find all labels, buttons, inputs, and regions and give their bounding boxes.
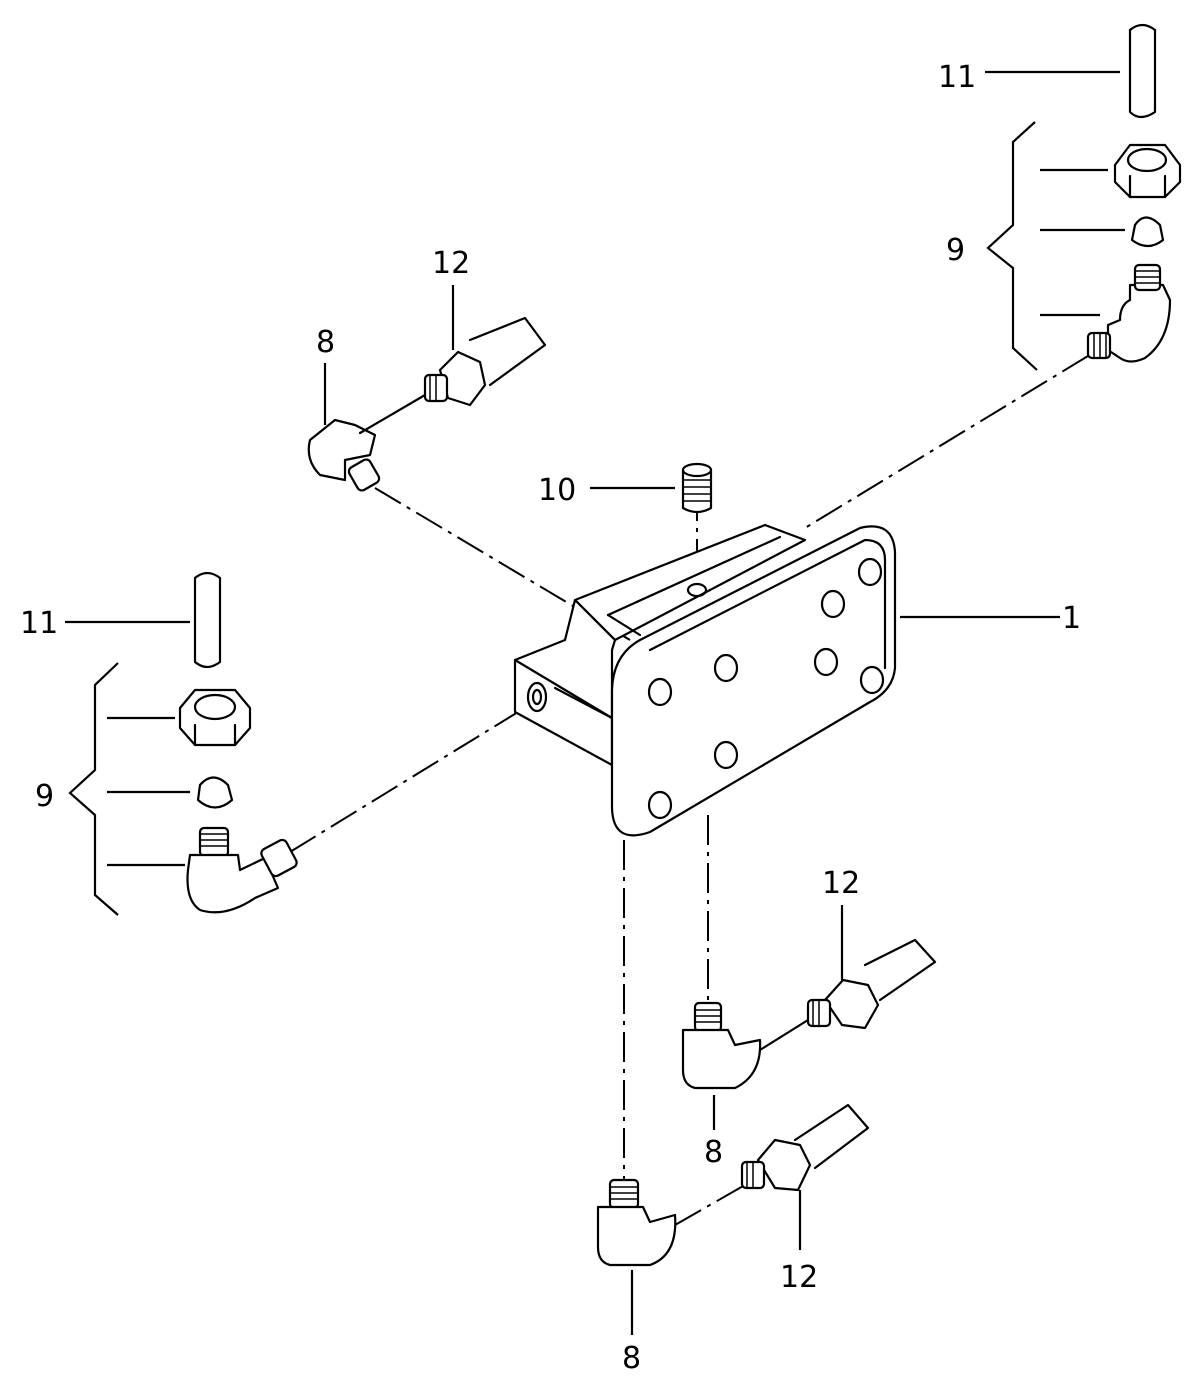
olive-ring-left [196, 776, 234, 809]
callout-1: 1 [1062, 601, 1081, 636]
elbow-fitting-right [1086, 263, 1172, 363]
oil-cooler-body [513, 523, 897, 837]
union-nut-left [178, 688, 252, 747]
callout-9-right: 9 [946, 233, 965, 268]
callout-12-top: 12 [432, 246, 470, 281]
elbow-fitting-8-top [307, 418, 381, 492]
callout-8-bottom: 8 [622, 1341, 641, 1376]
callout-8-top: 8 [316, 325, 335, 360]
callout-8-mid: 8 [704, 1135, 723, 1170]
callout-11-left: 11 [20, 606, 58, 641]
callout-12-bottom: 12 [780, 1260, 818, 1295]
hose-fitting-12-bottom [740, 1103, 870, 1192]
union-nut-right [1113, 143, 1182, 199]
hose-fitting-12-mid [758, 938, 937, 1052]
callout-labels: 1 10 11 11 9 9 8 12 12 8 12 8 [20, 60, 1081, 1376]
callout-9-left: 9 [35, 779, 54, 814]
leader-lines [65, 70, 1125, 1335]
elbow-fitting-8-bottom [596, 1178, 677, 1267]
pipe-part-11-right [1128, 23, 1157, 119]
pipe-part-11-left [193, 571, 222, 669]
elbow-fitting-8-mid [681, 1001, 762, 1090]
olive-ring-right [1130, 216, 1165, 248]
hose-fitting-12-top [358, 316, 547, 435]
callout-10: 10 [538, 473, 576, 508]
callout-11-right: 11 [938, 60, 976, 95]
callout-12-mid: 12 [822, 866, 860, 901]
plug-part-10 [681, 462, 713, 514]
elbow-fitting-left [186, 826, 298, 914]
